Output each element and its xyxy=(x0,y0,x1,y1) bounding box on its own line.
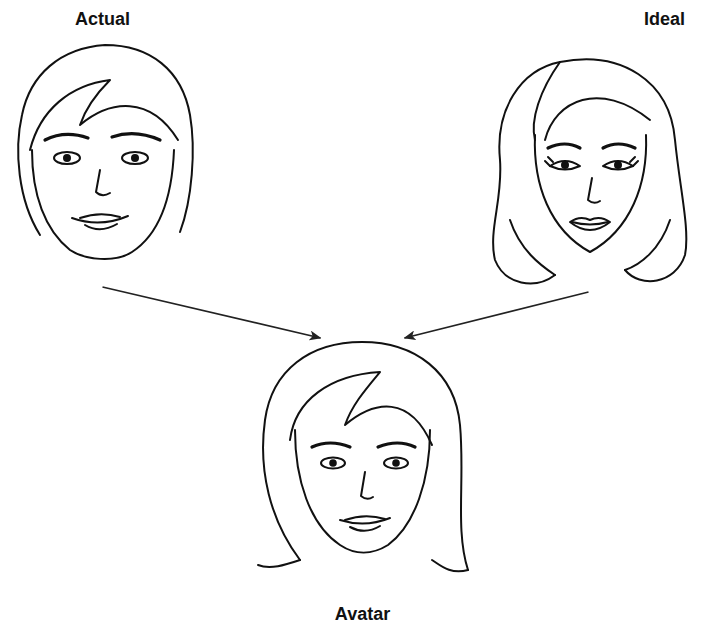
eyelashes xyxy=(545,157,638,166)
face-outline xyxy=(535,135,646,252)
hair-tip xyxy=(258,560,300,567)
eye xyxy=(550,161,580,170)
nose xyxy=(361,472,373,499)
eyebrow xyxy=(603,144,635,148)
avatar-face xyxy=(258,342,468,571)
face-label: Ideal xyxy=(644,9,685,30)
hair-tip xyxy=(432,560,468,571)
eyebrow xyxy=(378,443,415,447)
face-label: Actual xyxy=(75,9,130,30)
eyebrow xyxy=(548,144,580,148)
pupil xyxy=(329,459,337,467)
face-outline xyxy=(32,150,174,259)
arrow-connector xyxy=(103,287,321,338)
eyebrow xyxy=(312,443,350,447)
label-holder: Ideal xyxy=(480,5,697,34)
face-node: Ideal xyxy=(480,5,697,292)
face-node: Actual xyxy=(10,5,195,287)
label-holder: Avatar xyxy=(250,600,475,629)
hair-outline xyxy=(263,342,468,570)
face-outline xyxy=(295,430,430,553)
ideal-face xyxy=(493,59,686,283)
face-label: Avatar xyxy=(335,604,390,625)
eye xyxy=(321,458,345,469)
hair-strand xyxy=(510,220,555,275)
eye xyxy=(603,161,633,170)
pupil xyxy=(614,161,622,169)
pupil xyxy=(392,459,400,467)
eye xyxy=(54,152,80,164)
lips xyxy=(570,218,610,230)
pupil xyxy=(131,154,139,162)
arrow-connector xyxy=(405,292,589,338)
upper-lip xyxy=(345,516,385,520)
eye xyxy=(384,458,408,469)
bangs xyxy=(30,80,178,150)
label-holder: Actual xyxy=(10,5,195,34)
nose xyxy=(588,178,600,203)
lower-lip xyxy=(350,526,380,531)
hair-strand xyxy=(534,62,560,140)
eyebrow xyxy=(112,134,160,140)
hair-strand xyxy=(625,220,670,270)
actual-face xyxy=(18,45,193,259)
face-node: Avatar xyxy=(250,338,475,629)
lip-line xyxy=(572,222,608,225)
pupil xyxy=(561,161,569,169)
upper-lip xyxy=(80,214,120,218)
nose xyxy=(96,170,110,195)
eyebrow xyxy=(45,134,88,140)
hair-strand xyxy=(545,98,650,140)
pupil xyxy=(63,154,71,162)
lower-lip xyxy=(85,224,117,229)
bangs xyxy=(290,372,432,445)
eye xyxy=(122,152,148,164)
